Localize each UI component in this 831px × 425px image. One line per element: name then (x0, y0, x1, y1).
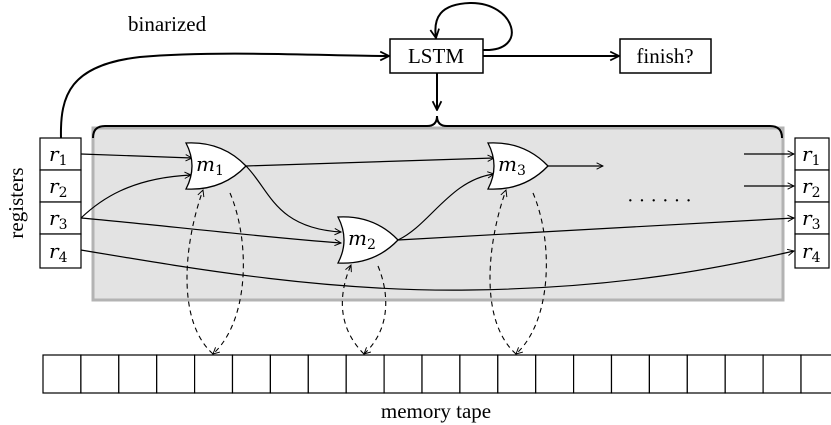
memory-cell (497, 354, 537, 394)
module-shape (486, 142, 549, 190)
memory-cell (231, 354, 272, 394)
memory-cell (686, 354, 726, 394)
memory-cell (459, 354, 499, 394)
memory-cell (118, 354, 158, 394)
memory-link (489, 190, 517, 355)
edge-r1-m1 (80, 153, 192, 158)
register-label: r3 (802, 206, 820, 233)
register-label: r4 (49, 239, 68, 266)
memory-cell (648, 354, 688, 394)
binarized-label: binarized (128, 12, 207, 36)
memory-cell (724, 354, 764, 394)
memory-cell (535, 354, 575, 394)
register-label: r4 (802, 239, 821, 266)
memory-tape-label: memory tape (381, 399, 491, 423)
connections (80, 153, 794, 291)
memory-link (516, 192, 547, 354)
register-box (39, 169, 82, 203)
register-box (794, 137, 830, 171)
memory-cell (610, 354, 651, 394)
register-label: r2 (49, 174, 67, 201)
register-label: r1 (802, 142, 820, 169)
registers-left: r1 r2 r3 r4 (39, 137, 82, 269)
memory-cell (269, 354, 309, 394)
register-label: r1 (49, 142, 67, 169)
memory-link (213, 192, 244, 354)
memory-cell (307, 354, 347, 394)
memory-cell (800, 354, 831, 394)
curly-brace (92, 115, 783, 139)
module-label: m2 (348, 226, 376, 253)
memory-cell (572, 354, 613, 394)
module-shape (184, 142, 247, 190)
registers-right: r1 r2 r3 r4 (794, 137, 830, 269)
memory-link (364, 265, 387, 354)
module-label: m3 (498, 152, 526, 179)
module-shape (336, 216, 399, 264)
register-box (794, 201, 830, 235)
register-label: r3 (49, 206, 67, 233)
memory-tape (42, 354, 831, 394)
memory-link (341, 265, 365, 355)
memory-links (186, 190, 547, 355)
memory-cell (383, 354, 423, 394)
register-box (39, 233, 82, 269)
binarized-arrow (59, 54, 389, 139)
memory-cell (762, 354, 802, 394)
module-m2: m2 (336, 216, 399, 264)
lstm-label: LSTM (408, 44, 464, 68)
registers-label: registers (4, 167, 28, 238)
memory-cell (42, 354, 82, 394)
memory-cell (194, 354, 234, 394)
edge-m1-m3 (245, 158, 494, 167)
memory-cell (421, 354, 461, 394)
edge-m2-r3 (397, 218, 794, 241)
finish-label: finish? (636, 44, 693, 68)
ellipsis: · · · · · · (627, 190, 692, 212)
edge-m2-m3 (397, 174, 494, 241)
lstm-self-loop (435, 1, 513, 52)
edge-r3-m1 (80, 175, 191, 219)
memory-cell (156, 354, 196, 394)
edge-r3-m2 (80, 217, 341, 243)
edge-r4-r4 (80, 250, 794, 291)
edge-m1-m2 (245, 165, 341, 232)
memory-cell (345, 354, 385, 394)
register-box (794, 233, 830, 269)
module-m3: m3 (486, 142, 549, 190)
module-label: m1 (196, 152, 224, 179)
memory-cell (80, 354, 120, 394)
module-m1: m1 (184, 142, 247, 190)
register-label: r2 (802, 174, 820, 201)
memory-link (186, 190, 214, 355)
